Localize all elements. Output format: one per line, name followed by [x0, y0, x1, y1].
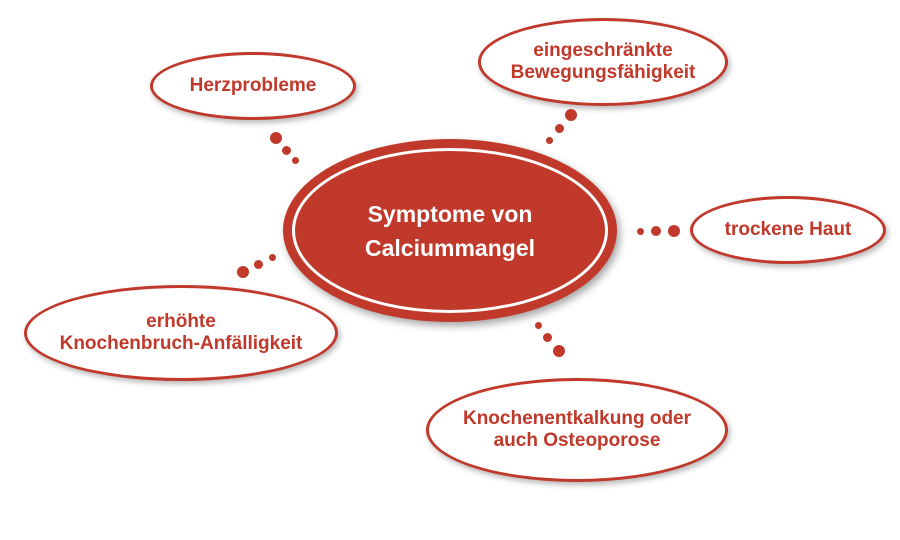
node-herzprobleme-line-1: Herzprobleme — [189, 75, 317, 96]
node-knochenbruch-line-2: Knochenbruch-Anfälligkeit — [59, 333, 303, 354]
connector-dot — [269, 254, 276, 261]
node-trockene-haut-label: trockene Haut — [725, 219, 852, 241]
connector-dot — [651, 226, 661, 236]
center-node-ring — [292, 148, 608, 313]
node-bewegungsfaehigkeit: eingeschränkte Bewegungsfähigkeit — [478, 18, 728, 106]
connector-dot — [668, 225, 680, 237]
node-knochenbruch-line-1: erhöhte — [146, 311, 216, 332]
center-label-line-2: Calciummangel — [365, 234, 535, 261]
connector-dot — [546, 137, 553, 144]
connector-dot — [282, 146, 291, 155]
connector-dot — [254, 260, 263, 269]
connector-dot — [270, 132, 282, 144]
node-osteoporose: Knochenentkalkung oder auch Osteoporose — [426, 378, 728, 482]
node-knochenbruch: erhöhte Knochenbruch-Anfälligkeit — [24, 285, 338, 381]
connector-dot — [565, 109, 577, 121]
connector-dot — [555, 124, 564, 133]
node-herzprobleme: Herzprobleme — [150, 52, 356, 120]
node-trockene-haut-line-1: trockene Haut — [724, 219, 852, 240]
connector-dot — [637, 228, 644, 235]
node-osteoporose-label: Knochenentkalkung oder auch Osteoporose — [463, 408, 691, 452]
node-herzprobleme-label: Herzprobleme — [190, 75, 317, 97]
node-bewegungsfaehigkeit-line-2: Bewegungsfähigkeit — [510, 62, 696, 83]
connector-dot — [237, 266, 249, 278]
node-osteoporose-line-2: auch Osteoporose — [493, 430, 661, 451]
node-bewegungsfaehigkeit-line-1: eingeschränkte — [533, 40, 673, 61]
connector-dot — [535, 322, 542, 329]
node-trockene-haut: trockene Haut — [690, 196, 886, 264]
node-knochenbruch-label: erhöhte Knochenbruch-Anfälligkeit — [60, 311, 303, 355]
node-osteoporose-line-1: Knochenentkalkung oder — [462, 408, 692, 429]
connector-dot — [543, 333, 552, 342]
connector-dot — [553, 345, 565, 357]
center-label: Symptome von Calciummangel — [365, 197, 535, 265]
center-label-line-1: Symptome von — [367, 200, 533, 227]
node-bewegungsfaehigkeit-label: eingeschränkte Bewegungsfähigkeit — [511, 40, 696, 84]
center-node: Symptome von Calciummangel — [283, 139, 617, 322]
connector-dot — [292, 157, 299, 164]
